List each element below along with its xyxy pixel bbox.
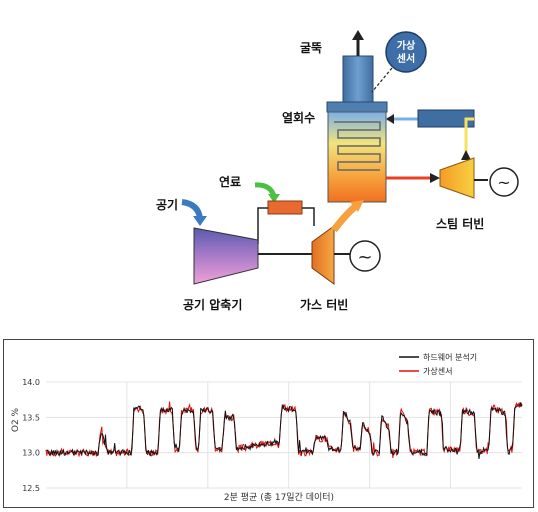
y-tick-label: 14.0 — [22, 378, 40, 387]
gas-generator-symbol: ~ — [357, 247, 372, 268]
legend-label-hardware: 하드웨어 분석기 — [423, 352, 477, 362]
fuel-line-right — [302, 207, 315, 226]
chimney — [326, 55, 388, 113]
sensor-label-line2: 센서 — [397, 52, 415, 65]
compressor-label: 공기 압축기 — [183, 297, 242, 312]
air-arrow — [181, 199, 207, 226]
chart-series — [45, 401, 523, 459]
gas-generator-icon: ~ — [349, 240, 381, 272]
y-tick-label: 12.5 — [22, 484, 40, 493]
steam-turbine-label: 스팀 터빈 — [436, 216, 484, 231]
gas-turbine — [311, 225, 335, 285]
steam-generator-icon: ~ — [489, 167, 519, 197]
fuel-line-left — [257, 207, 268, 244]
steam-turbine — [439, 157, 488, 199]
virtual-sensor: 가상 센서 — [385, 31, 427, 73]
y-tick-label: 13.5 — [22, 413, 40, 422]
series-line-hardware-analyzer — [45, 402, 523, 459]
hrsg — [327, 111, 387, 203]
o2-chart-frame: 하드웨어 분석기 가상센서 14.0 13.5 13.0 12.5 O2 % 2분 평… — [3, 339, 534, 508]
sensor-label-line1: 가상 — [397, 39, 416, 52]
y-tick-label: 13.0 — [22, 449, 40, 458]
exhaust-to-hrsg-arrow — [331, 200, 364, 233]
steam-generator-symbol: ~ — [497, 173, 510, 192]
o2-chart: 하드웨어 분석기 가상센서 14.0 13.5 13.0 12.5 O2 % 2분 평… — [11, 352, 523, 503]
gas-turbine-label: 가스 터빈 — [300, 297, 348, 312]
y-tick-labels: 14.0 13.5 13.0 12.5 — [22, 378, 40, 493]
fuel-label: 연료 — [219, 174, 241, 189]
legend-label-virtual: 가상센서 — [423, 366, 452, 376]
chimney-label: 굴뚝 — [300, 41, 322, 55]
chart-grid — [46, 381, 522, 489]
air-compressor — [193, 227, 259, 285]
chart-legend: 하드웨어 분석기 가상센서 — [399, 352, 477, 376]
air-label: 공기 — [156, 197, 178, 212]
exhaust-arrow — [352, 30, 364, 56]
steam-loop — [386, 109, 475, 183]
y-axis-label: O2 % — [11, 407, 21, 432]
fuel-arrow — [254, 182, 280, 203]
hrsg-label: 열회수 — [282, 110, 315, 125]
x-axis-label: 2분 평균 (총 17일간 데이터) — [224, 492, 334, 503]
power-plant-diagram: 굴뚝 가상 센서 열회수 ~ 스팀 터빈 연료 공 — [156, 30, 519, 312]
sensor-link — [371, 67, 393, 93]
combustor — [267, 200, 303, 215]
